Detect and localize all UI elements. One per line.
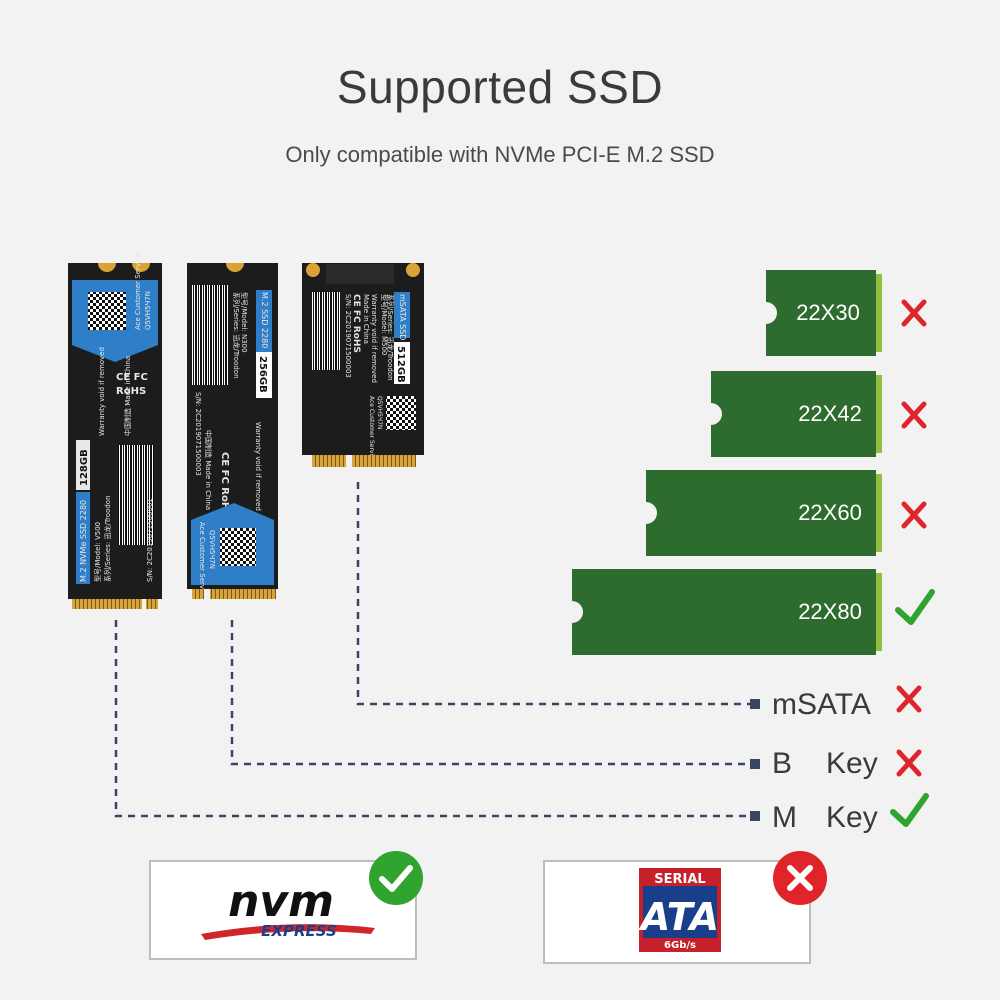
drive-type-label: M.2 SSD 2280 (260, 292, 269, 348)
check-icon (890, 793, 929, 827)
drive-warranty: Warranty void if removed (370, 294, 378, 383)
drive-model: 型号/Model: M500 (380, 294, 389, 355)
drive-sn: S/N: 2C2019071500003 (194, 392, 202, 476)
nvme-logo-text: nvm (228, 876, 334, 927)
qr-code-icon (88, 292, 126, 330)
connector-line-m-key (114, 620, 760, 818)
nvme-logo: nvm EXPRESS (201, 876, 375, 940)
check-circle-icon (369, 851, 423, 905)
drive-series: 系列/Series: 迅龙/Troodon (386, 294, 395, 381)
key-label-msata: mSATA (772, 688, 871, 721)
rohs-mark: RoHS (116, 386, 146, 397)
drive-brand-tag: Ace Customer Service (134, 253, 142, 330)
qr-code-icon (386, 396, 416, 430)
nvme-logo-subtext: EXPRESS (261, 922, 337, 940)
drive-brand-code: Q5VH5Ч7N (208, 530, 216, 569)
cross-icon (896, 685, 922, 713)
drive-series: 系列/Series: 迅龙/Troodon (232, 292, 241, 379)
drive-brand-tag: Ace Customer Service (368, 396, 375, 462)
cert-marks: CE FC RoHS (219, 452, 230, 517)
cross-icon (901, 299, 927, 327)
drive-capacity: 256GB (257, 356, 268, 393)
size-label: 22X30 (796, 300, 860, 325)
size-label: 22X60 (798, 500, 862, 525)
connector-line-msata (356, 482, 760, 706)
drive-capacity: 512GB (395, 346, 406, 383)
barcode-icon (118, 445, 154, 545)
drive-m2-nvme: Ace Customer Service Q5VH5Ч7N CE FC RoHS… (68, 253, 162, 609)
drive-brand-tag: Ace Customer Service (198, 522, 206, 599)
barcode-icon (312, 292, 340, 370)
drive-sn: S/N: 2C2019071500003 (344, 294, 352, 378)
size-card-22x60: 22X60 (635, 470, 882, 556)
drive-warranty: Warranty void if removed (254, 422, 262, 511)
cert-marks: CE FC RoHS (351, 294, 361, 353)
page-subtitle: Only compatible with NVMe PCI-E M.2 SSD (285, 142, 715, 167)
size-card-22x42: 22X42 (700, 371, 882, 457)
size-card-22x30: 22X30 (755, 270, 882, 356)
cross-icon (901, 501, 927, 529)
page-title: Supported SSD (336, 61, 664, 113)
connector-line-b-key (230, 620, 760, 766)
drive-made-in: 中国制造 Made in China (123, 356, 132, 436)
drive-sn: S/N: 2C2019071500001 (146, 498, 154, 582)
sata-logo: SERIAL ATA 6Gb/s (638, 868, 721, 952)
sata-logo-top: SERIAL (654, 872, 705, 887)
drive-series: 系列/Series: 迅龙/Troodon (103, 495, 112, 582)
drive-model: 型号/Model: V500 (93, 522, 102, 582)
barcode-icon (192, 285, 228, 385)
sata-logo-main: ATA (638, 895, 719, 939)
size-label: 22X42 (798, 401, 862, 426)
drive-capacity: 128GB (79, 449, 90, 486)
size-card-22x80: 22X80 (561, 569, 882, 655)
key-label-b: B (772, 747, 792, 780)
drive-msata: mSATA SSD 512GB Warranty void if removed… (302, 263, 424, 467)
key-label-b-suffix: Key (826, 747, 878, 780)
drive-m2-sata: M.2 SSD 2280 型号/Model: N300 系列/Series: 迅… (187, 263, 278, 599)
cross-icon (901, 401, 927, 429)
cert-marks: CE FC (116, 372, 148, 383)
drive-made-in: Made in China (362, 294, 370, 344)
drive-warranty: Warranty void if removed (98, 347, 106, 436)
drive-brand-code: Q5VH5Ч7N (144, 291, 152, 330)
sata-logo-sub: 6Gb/s (664, 940, 696, 951)
drive-type-label: mSATA SSD (398, 294, 407, 340)
check-icon (895, 589, 935, 625)
drive-brand-code: Q5VH5Ч7N (376, 396, 383, 429)
key-label-m-suffix: Key (826, 801, 878, 834)
drive-made-in: 中国制造 Made in China (204, 430, 213, 510)
cross-icon (896, 749, 922, 777)
qr-code-icon (220, 528, 256, 566)
connector-lines (114, 482, 760, 821)
key-label-m: M (772, 801, 797, 834)
size-label: 22X80 (798, 599, 862, 624)
cross-circle-icon (773, 851, 827, 905)
drive-type-label: M.2 NVMe SSD 2280 (79, 500, 88, 582)
drive-model: 型号/Model: N300 (240, 292, 249, 353)
